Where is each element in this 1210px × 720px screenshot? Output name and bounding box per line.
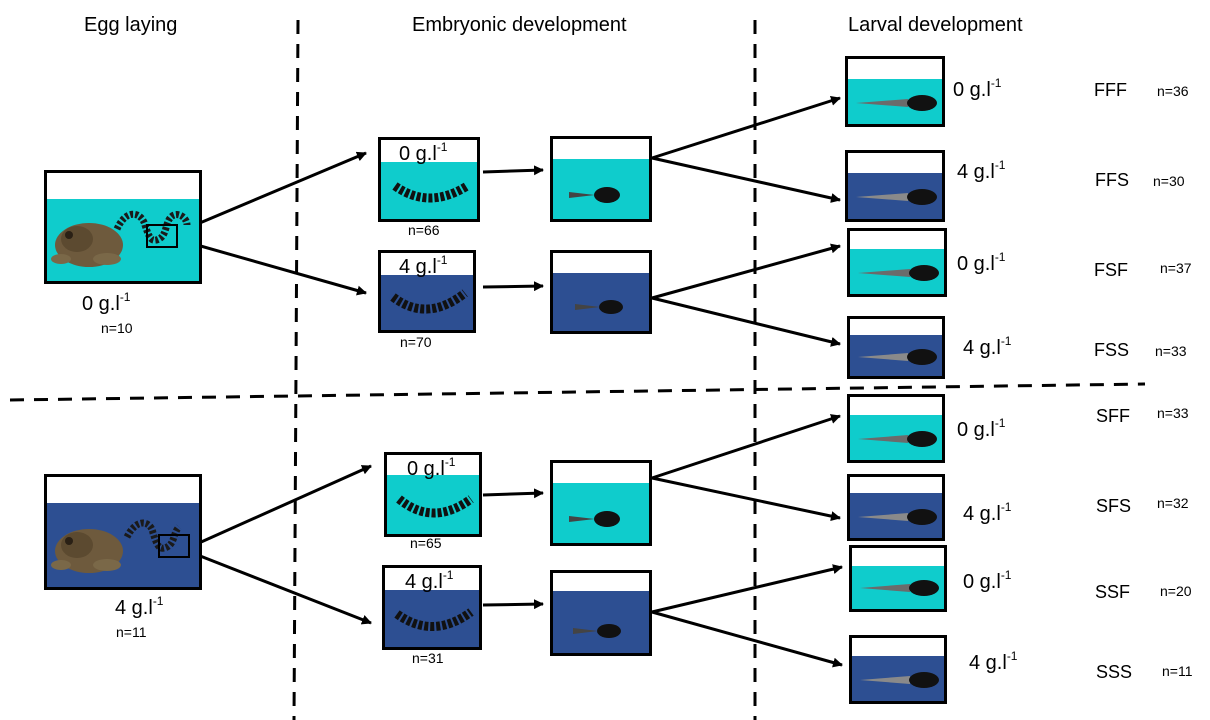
- embryo-tank-4: 4 g.l-1: [382, 565, 482, 650]
- arrow-to-fsf: [651, 243, 841, 300]
- egg-string-icon-2: [390, 289, 468, 314]
- tadpole-icon-4: [573, 624, 621, 638]
- arrow-to-sff: [651, 414, 841, 480]
- larval-tank-sfs: [847, 474, 945, 541]
- hatchling-tank-1: [550, 136, 652, 222]
- header-larval-development: Larval development: [848, 14, 1023, 36]
- larval-ffs-code: FFS: [1095, 170, 1129, 190]
- arrow-to-sss: [651, 610, 843, 668]
- larval-tank-sff: [847, 394, 945, 463]
- hatchling-tank-3: [550, 460, 652, 546]
- embryo-2-concentration: 4 g.l-1: [399, 253, 448, 278]
- larval-tank-ffs: [845, 150, 945, 222]
- larval-tank-sss: [849, 635, 947, 704]
- larval-ssf-n: n=20: [1160, 583, 1192, 599]
- egg-string-icon-4: [394, 608, 474, 631]
- larval-sff-code: SFF: [1096, 406, 1130, 426]
- larval-fff-concentration: 0 g.l-1: [953, 76, 1002, 101]
- tadpole-icon-sss: [860, 672, 939, 688]
- arrow-to-sfs: [651, 476, 841, 522]
- tadpole-icon: [569, 187, 620, 203]
- arrow-embryo-4: [482, 599, 544, 610]
- tadpole-icon-fsf: [858, 265, 939, 281]
- larval-ssf-code: SSF: [1095, 582, 1131, 602]
- embryo-tank-2: 4 g.l-1: [378, 250, 476, 333]
- embryo-1-concentration: 0 g.l-1: [399, 140, 448, 165]
- tadpole-icon-3: [569, 511, 620, 527]
- arrow-to-fff: [651, 95, 841, 160]
- larval-sfs-code: SFS: [1096, 496, 1132, 516]
- arrow-embryo-1: [482, 165, 544, 176]
- arrow-to-ffs: [651, 156, 841, 203]
- larval-ffs-n: n=30: [1153, 173, 1185, 189]
- larval-sff-concentration: 0 g.l-1: [957, 416, 1006, 441]
- egg-string-icon-3: [396, 495, 474, 518]
- embryo-4-concentration: 4 g.l-1: [405, 568, 454, 593]
- tadpole-icon-sfs: [858, 509, 937, 525]
- larval-sff-n: n=33: [1157, 405, 1189, 421]
- toad-with-egg-string-icon: [51, 210, 191, 267]
- tadpole-icon-2: [575, 300, 623, 314]
- divider-horizontal: [9, 382, 1146, 402]
- embryo-2-n: n=70: [400, 334, 432, 350]
- arrow-parent-fresh-to-embryo-salt: [175, 237, 367, 296]
- hatchling-tank-2: [550, 250, 652, 334]
- tadpole-icon-sff: [858, 431, 937, 447]
- embryo-tank-1: 0 g.l-1: [378, 137, 480, 222]
- larval-ffs-concentration: 4 g.l-1: [957, 158, 1006, 183]
- larval-fss-code: FSS: [1094, 340, 1130, 360]
- larval-fsf-code: FSF: [1094, 260, 1128, 280]
- embryo-3-concentration: 0 g.l-1: [407, 455, 456, 480]
- larval-sss-concentration: 4 g.l-1: [969, 649, 1018, 674]
- larval-fsf-concentration: 0 g.l-1: [957, 250, 1006, 275]
- arrow-embryo-2: [482, 281, 544, 292]
- larval-fsf-n: n=37: [1160, 260, 1192, 276]
- embryo-tank-3: 0 g.l-1: [384, 452, 482, 537]
- tadpole-icon-fss: [858, 349, 937, 365]
- hatchling-tank-4: [550, 570, 652, 656]
- parent-fresh-n: n=10: [101, 320, 133, 336]
- larval-fss-n: n=33: [1155, 343, 1187, 359]
- arrow-parent-salt-to-embryo-fresh: [189, 464, 372, 549]
- arrow-embryo-3: [482, 488, 544, 499]
- embryo-4-n: n=31: [412, 650, 444, 666]
- header-egg-laying: Egg laying: [84, 14, 178, 36]
- header-embryonic-development: Embryonic development: [412, 14, 627, 36]
- larval-ssf-concentration: 0 g.l-1: [963, 568, 1012, 593]
- larval-tank-fsf: [847, 228, 947, 297]
- larval-fss-concentration: 4 g.l-1: [963, 334, 1012, 359]
- toad-with-egg-string-icon-2: [51, 519, 190, 573]
- egg-string-icon: [392, 182, 470, 203]
- larval-tank-fff: [845, 56, 945, 127]
- parent-salt-n: n=11: [116, 624, 147, 640]
- tadpole-icon-ffs: [856, 189, 937, 205]
- larval-tank-ssf: [849, 545, 947, 612]
- larval-fff-code: FFF: [1094, 80, 1127, 100]
- arrow-to-ssf: [651, 564, 843, 614]
- tadpole-icon-fff: [856, 95, 937, 111]
- larval-sss-n: n=11: [1162, 663, 1193, 679]
- parent-fresh-concentration: 0 g.l-1: [82, 290, 131, 315]
- arrow-parent-fresh-to-embryo-fresh: [175, 151, 367, 235]
- parent-tank-salt: [44, 474, 202, 590]
- tadpole-icon-ssf: [860, 580, 939, 596]
- parent-salt-concentration: 4 g.l-1: [115, 594, 164, 619]
- larval-tank-fss: [847, 316, 945, 379]
- embryo-1-n: n=66: [408, 222, 440, 238]
- larval-sfs-n: n=32: [1157, 495, 1189, 511]
- larval-sfs-concentration: 4 g.l-1: [963, 500, 1012, 525]
- larval-fff-n: n=36: [1157, 83, 1189, 99]
- arrow-parent-salt-to-embryo-salt: [189, 550, 372, 625]
- larval-sss-code: SSS: [1096, 662, 1133, 682]
- parent-tank-fresh: [44, 170, 202, 284]
- embryo-3-n: n=65: [410, 535, 442, 551]
- divider-vertical-left: [292, 19, 300, 720]
- arrow-to-fss: [651, 296, 841, 347]
